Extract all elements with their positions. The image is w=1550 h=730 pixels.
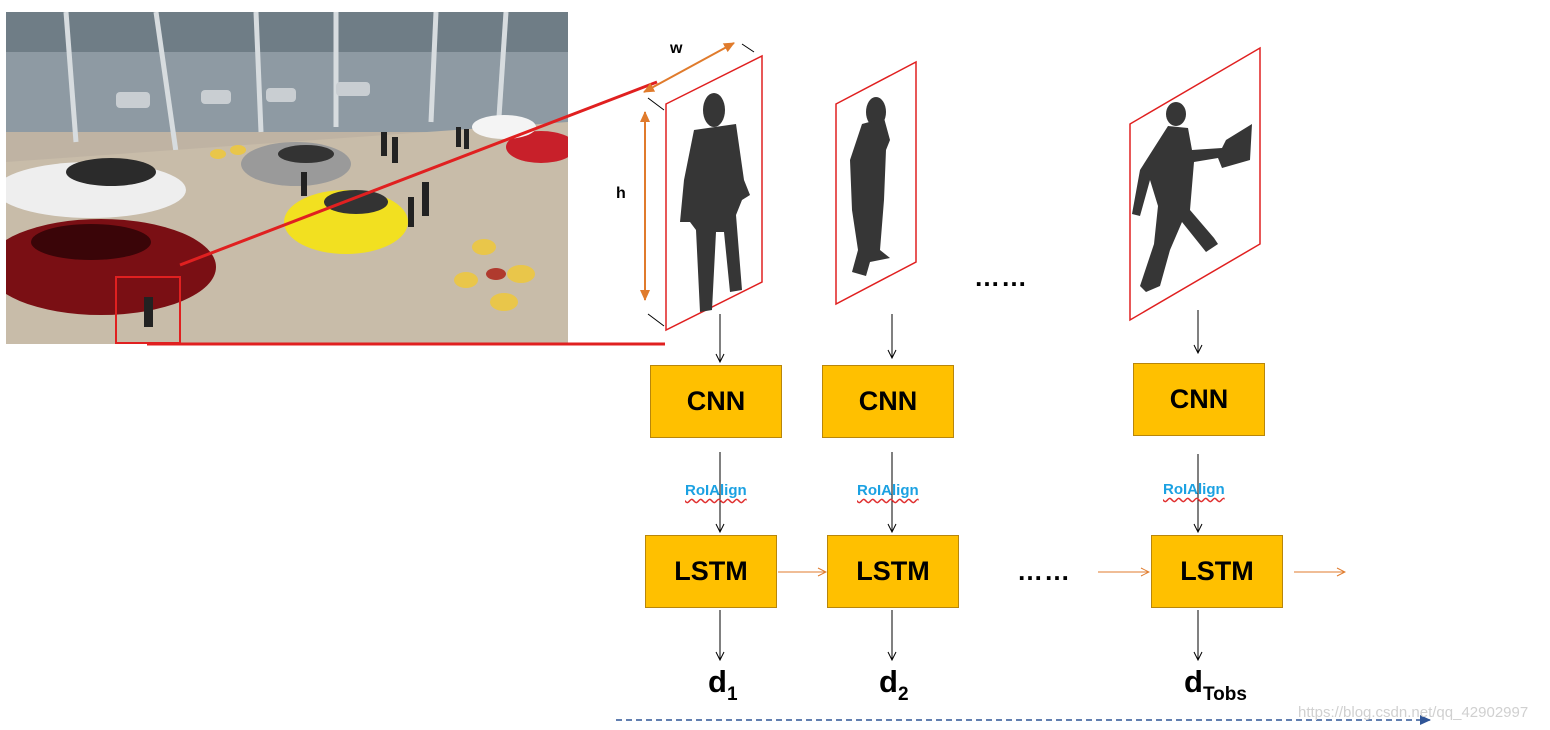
- cnn-box-3: CNN: [1133, 363, 1265, 436]
- showroom-photo: [6, 12, 568, 344]
- zoom-line-top: [179, 80, 658, 267]
- width-label: w: [670, 40, 683, 57]
- output-label-2: d2: [879, 664, 909, 705]
- cnn-box-1: CNN: [650, 365, 782, 438]
- person-silhouette-3: [1132, 102, 1252, 292]
- ellipsis-lstm: ……: [1017, 556, 1071, 586]
- output-label-3: dTobs: [1184, 664, 1247, 705]
- lstm-box-3: LSTM: [1151, 535, 1283, 608]
- roialign-label-3: RoIAlign: [1163, 481, 1225, 498]
- height-label: h: [616, 185, 626, 202]
- person-silhouette-2: [850, 97, 890, 276]
- output-label-1: d1: [708, 664, 738, 705]
- watermark: https://blog.csdn.net/qq_42902997: [1298, 704, 1529, 721]
- lstm-box-1: LSTM: [645, 535, 777, 608]
- roialign-label-2: RoIAlign: [857, 482, 919, 499]
- person-silhouette-1: [680, 93, 750, 312]
- lstm-box-2: LSTM: [827, 535, 959, 608]
- roialign-label-1: RoIAlign: [685, 482, 747, 499]
- cnn-box-2: CNN: [822, 365, 954, 438]
- ellipsis-frames: ……: [974, 262, 1028, 292]
- width-arrow: [643, 42, 735, 93]
